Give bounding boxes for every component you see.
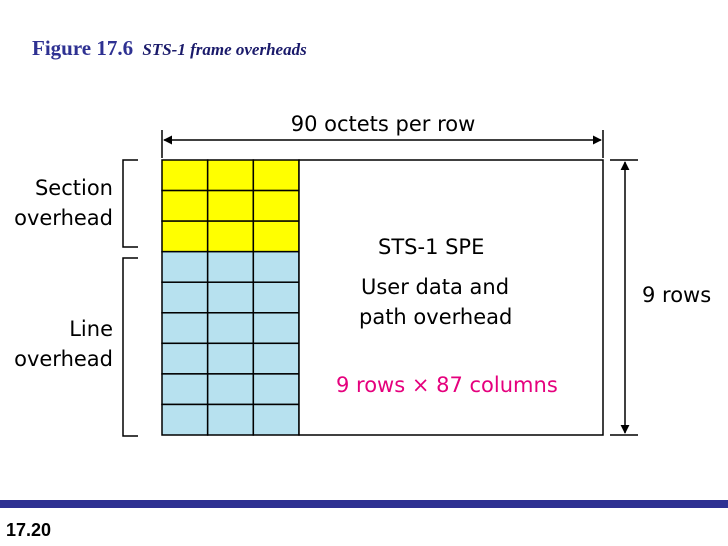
section-overhead-cell — [206, 159, 255, 192]
line-overhead-cell — [161, 342, 209, 375]
line-overhead-cell — [206, 403, 255, 436]
line-overhead-cell — [206, 342, 255, 375]
line-overhead-cell — [161, 281, 209, 314]
section-overhead-cell — [161, 220, 209, 253]
spe-title: STS-1 SPE — [378, 235, 484, 259]
section-overhead-cell — [252, 189, 300, 222]
line-overhead-cell — [252, 342, 300, 375]
line-overhead-cell — [161, 250, 209, 283]
figure-number: Figure 17.6 — [32, 36, 134, 60]
line-overhead-cell — [206, 250, 255, 283]
line-overhead-cell — [252, 250, 300, 283]
line-overhead-cell — [252, 373, 300, 406]
section-overhead-cell — [252, 159, 300, 192]
section-overhead-label-line1: Section — [35, 176, 113, 200]
figure-caption: STS-1 frame overheads — [142, 40, 307, 59]
line-overhead-label-line1: Line — [69, 317, 113, 341]
figure-title: Figure 17.6 STS-1 frame overheads — [32, 36, 307, 61]
spe-box — [298, 159, 604, 436]
section-overhead-cell — [161, 159, 209, 192]
line-overhead-cell — [161, 373, 209, 406]
spe-dimensions: 9 rows × 87 columns — [336, 373, 558, 397]
line-overhead-cell — [206, 312, 255, 345]
overhead-grid — [161, 159, 300, 436]
line-overhead-cell — [161, 403, 209, 436]
footer-divider — [0, 500, 728, 508]
section-overhead-cell — [161, 189, 209, 222]
page-number: 17.20 — [6, 520, 52, 540]
section-overhead-bracket — [122, 159, 138, 248]
spe-description-line2: path overhead — [359, 305, 512, 329]
height-label: 9 rows — [642, 283, 711, 307]
width-label: 90 octets per row — [291, 112, 476, 136]
line-overhead-cell — [252, 312, 300, 345]
section-overhead-cell — [252, 220, 300, 253]
line-overhead-cell — [206, 373, 255, 406]
line-overhead-cell — [206, 281, 255, 314]
line-overhead-cell — [252, 281, 300, 314]
line-overhead-bracket — [122, 257, 138, 437]
section-overhead-cell — [206, 189, 255, 222]
line-overhead-cell — [252, 403, 300, 436]
line-overhead-cell — [161, 312, 209, 345]
section-overhead-label-line2: overhead — [14, 206, 113, 230]
line-overhead-label-line2: overhead — [14, 347, 113, 371]
spe-description-line1: User data and — [361, 275, 509, 299]
section-overhead-cell — [206, 220, 255, 253]
